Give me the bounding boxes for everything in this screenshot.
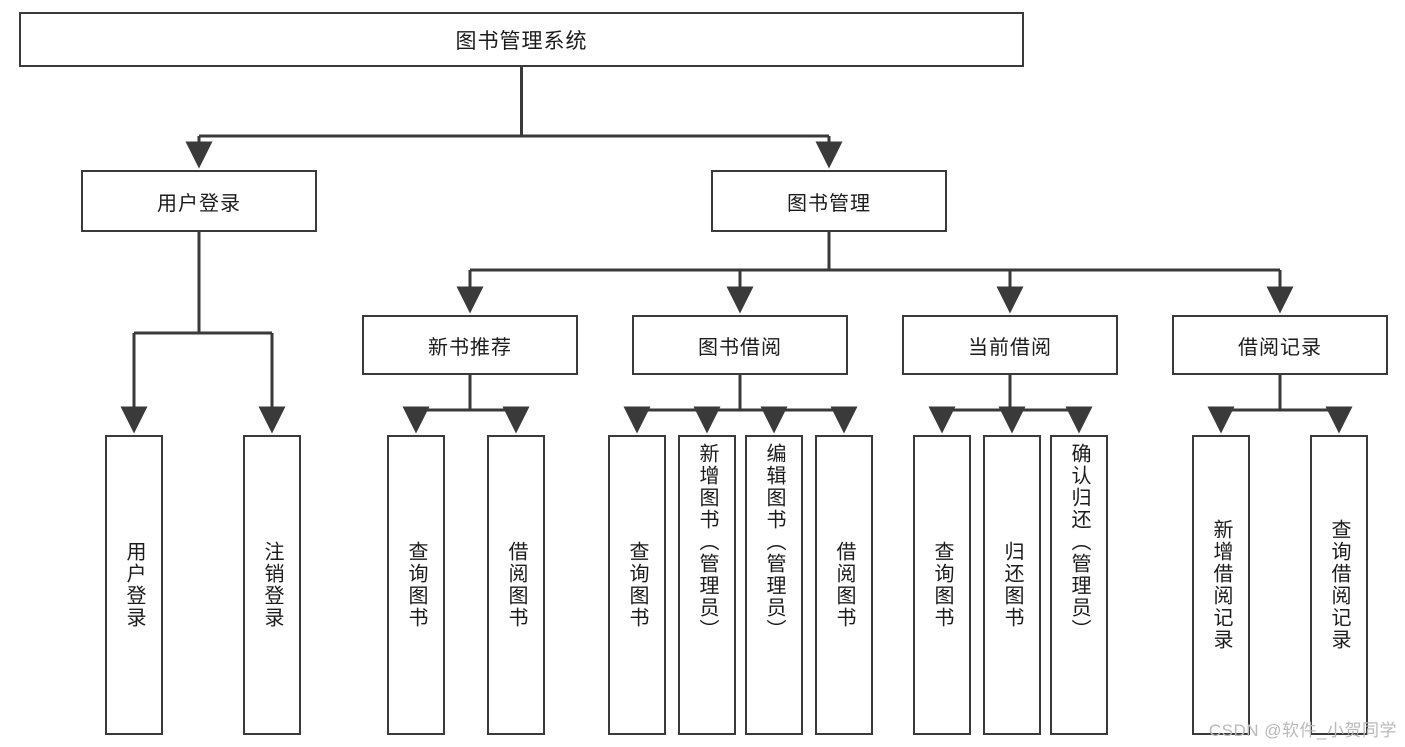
node-l-confirm-return[interactable]: 确认归还（管理员） bbox=[1050, 435, 1108, 735]
node-l-user-login[interactable]: 用户登录 bbox=[105, 435, 163, 735]
node-label: 查询图书 bbox=[626, 541, 648, 629]
node-label-wrap: 借阅图书 bbox=[833, 437, 855, 733]
node-label: 新增图书（管理员） bbox=[696, 443, 718, 641]
node-label: 查询图书 bbox=[405, 541, 427, 629]
node-n-new-book-rec[interactable]: 新书推荐 bbox=[362, 315, 578, 375]
node-label: 借阅记录 bbox=[1238, 336, 1322, 359]
node-l-add-book[interactable]: 新增图书（管理员） bbox=[678, 435, 736, 735]
node-label: 归还图书 bbox=[1001, 541, 1023, 629]
node-label-wrap: 归还图书 bbox=[1001, 437, 1023, 733]
node-label: 借阅图书 bbox=[833, 541, 855, 629]
node-n-book-manage[interactable]: 图书管理 bbox=[711, 170, 947, 232]
node-l-query-book-2[interactable]: 查询图书 bbox=[608, 435, 666, 735]
node-l-borrow-book-2[interactable]: 借阅图书 bbox=[815, 435, 873, 735]
node-label-wrap: 查询图书 bbox=[405, 437, 427, 733]
node-l-query-book-1[interactable]: 查询图书 bbox=[387, 435, 445, 735]
node-n-user-login[interactable]: 用户登录 bbox=[81, 170, 317, 232]
node-label: 用户登录 bbox=[157, 192, 241, 215]
node-label-wrap: 确认归还（管理员） bbox=[1068, 437, 1090, 739]
node-root-book-management-system[interactable]: 图书管理系统 bbox=[19, 12, 1024, 67]
node-label-wrap: 查询图书 bbox=[626, 437, 648, 733]
node-label-wrap: 注销登录 bbox=[261, 437, 283, 733]
node-label: 借阅图书 bbox=[505, 541, 527, 629]
node-label: 新书推荐 bbox=[428, 336, 512, 359]
node-label-wrap: 查询图书 bbox=[931, 437, 953, 733]
node-label: 注销登录 bbox=[261, 541, 283, 629]
node-label: 编辑图书（管理员） bbox=[763, 443, 785, 641]
node-label: 查询借阅记录 bbox=[1328, 519, 1350, 651]
node-label: 图书管理 bbox=[787, 192, 871, 215]
node-l-query-book-3[interactable]: 查询图书 bbox=[913, 435, 971, 735]
node-n-loan-record[interactable]: 借阅记录 bbox=[1172, 315, 1388, 375]
node-label: 查询图书 bbox=[931, 541, 953, 629]
node-l-query-record[interactable]: 查询借阅记录 bbox=[1310, 435, 1368, 735]
node-label-wrap: 用户登录 bbox=[123, 437, 145, 733]
node-l-add-record[interactable]: 新增借阅记录 bbox=[1192, 435, 1250, 735]
node-label-wrap: 借阅图书 bbox=[505, 437, 527, 733]
watermark-text: CSDN @软件_小贺同学 bbox=[1208, 721, 1397, 740]
node-label-wrap: 查询借阅记录 bbox=[1328, 437, 1350, 733]
node-label: 当前借阅 bbox=[968, 336, 1052, 359]
node-label: 用户登录 bbox=[123, 541, 145, 629]
node-label-wrap: 编辑图书（管理员） bbox=[763, 437, 785, 739]
node-l-user-logout[interactable]: 注销登录 bbox=[243, 435, 301, 735]
node-label-wrap: 新增借阅记录 bbox=[1210, 437, 1232, 733]
node-n-book-borrow[interactable]: 图书借阅 bbox=[632, 315, 848, 375]
node-label: 新增借阅记录 bbox=[1210, 519, 1232, 651]
node-n-current-loan[interactable]: 当前借阅 bbox=[902, 315, 1118, 375]
node-label: 图书管理系统 bbox=[455, 29, 588, 53]
node-l-return-book[interactable]: 归还图书 bbox=[983, 435, 1041, 735]
node-l-edit-book[interactable]: 编辑图书（管理员） bbox=[745, 435, 803, 735]
node-label: 图书借阅 bbox=[698, 336, 782, 359]
node-l-borrow-book-1[interactable]: 借阅图书 bbox=[487, 435, 545, 735]
node-label: 确认归还（管理员） bbox=[1068, 443, 1090, 641]
node-label-wrap: 新增图书（管理员） bbox=[696, 437, 718, 739]
